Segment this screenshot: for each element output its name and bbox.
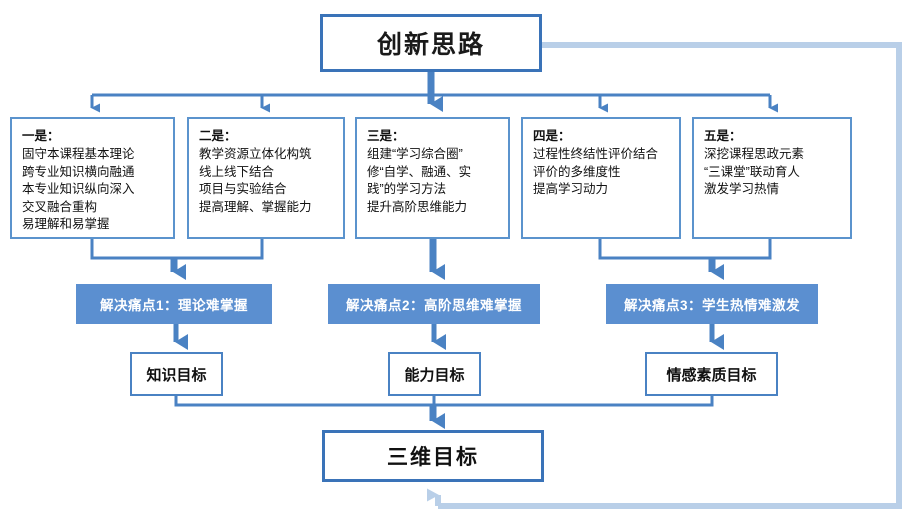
idea-4-line-1: 过程性终结性评价结合 [533,147,659,161]
idea-5-head: 五是： [704,129,742,143]
final-outcome-label: 三维目标 [387,446,479,469]
pain-point-banner-1[interactable]: 解决痛点1：理论难掌握 [76,284,272,324]
goal-box-emotion-quality[interactable]: 情感素质目标 [645,352,778,396]
pain-point-banner-2[interactable]: 解决痛点2：高阶思维难掌握 [328,284,540,324]
idea-2-line-4: 提高理解、掌握能力 [199,199,312,214]
goal-box-knowledge-label: 知识目标 [146,366,207,384]
idea-box-2[interactable]: 二是： 教学资源立体化构筑 线上线下结合 项目与实验结合 提高理解、掌握能力 [187,117,345,239]
goal-box-knowledge[interactable]: 知识目标 [130,352,223,396]
idea-3-line-3: 践”的学习方法 [367,182,447,196]
idea-1-head: 一是： [22,129,60,143]
page-title: 创新思路 [376,31,485,59]
idea-5-line-2: “三课堂”联动育人 [704,164,800,179]
idea-2-line-2: 线上线下结合 [199,164,275,179]
pain-point-banner-3[interactable]: 解决痛点3：学生热情难激发 [606,284,818,324]
feedback-loop-wire [427,42,902,509]
merge-ideas45-to-banner3-wire [598,239,772,260]
idea-2-line-3: 项目与实验结合 [199,182,287,196]
idea-3-line-4: 提升高阶思维能力 [367,199,468,214]
idea-2-line-1: 教学资源立体化构筑 [199,147,312,161]
pain-point-banner-3-label: 解决痛点3：学生热情难激发 [623,298,800,313]
idea-1-line-5: 易理解和易掌握 [22,217,110,231]
idea-5-line-3: 激发学习热情 [704,182,780,196]
idea-box-3[interactable]: 三是： 组建“学习综合圈” 修“自学、融通、实 践”的学习方法 提升高阶思维能力 [355,117,510,239]
idea-1-line-1: 固守本课程基本理论 [22,147,135,161]
idea-4-line-2: 评价的多维度性 [533,164,621,179]
final-outcome-box[interactable]: 三维目标 [322,430,544,482]
goal-box-ability[interactable]: 能力目标 [388,352,481,396]
pain-point-banner-2-label: 解决痛点2：高阶思维难掌握 [345,298,522,313]
idea-2-head: 二是： [199,129,237,143]
idea-box-1[interactable]: 一是： 固守本课程基本理论 跨专业知识横向融通 本专业知识纵向深入 交叉融合重构… [10,117,175,239]
idea-3-line-2: 修“自学、融通、实 [367,164,472,179]
pain-point-banner-1-label: 解决痛点1：理论难掌握 [99,298,248,313]
idea-5-line-1: 深挖课程思政元素 [704,147,805,161]
idea-3-head: 三是： [367,129,405,143]
idea-box-4[interactable]: 四是： 过程性终结性评价结合 评价的多维度性 提高学习动力 [521,117,681,239]
idea-4-head: 四是： [533,129,571,143]
goal-box-ability-label: 能力目标 [404,366,465,384]
title-box[interactable]: 创新思路 [320,14,542,72]
idea-4-line-3: 提高学习动力 [533,182,609,196]
goal-box-emotion-quality-label: 情感素质目标 [666,366,757,384]
idea-box-5[interactable]: 五是： 深挖课程思政元素 “三课堂”联动育人 激发学习热情 [692,117,852,239]
idea-1-line-2: 跨专业知识横向融通 [22,164,135,179]
idea-3-line-1: 组建“学习综合圈” [367,147,463,161]
idea-1-line-4: 交叉融合重构 [22,199,98,214]
idea-1-line-3: 本专业知识纵向深入 [22,182,135,196]
merge-goals-to-final-wire [174,396,714,407]
merge-ideas12-to-banner1-wire [90,239,264,260]
